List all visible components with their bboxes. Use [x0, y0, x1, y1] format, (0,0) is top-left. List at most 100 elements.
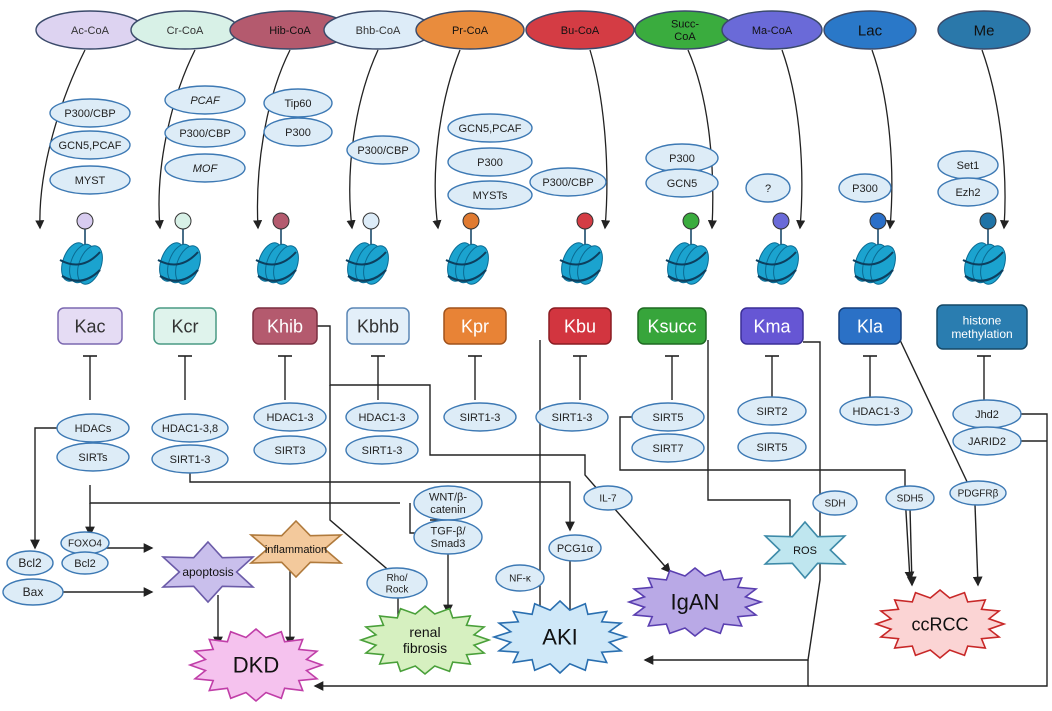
donor-arrow-ac [35, 49, 86, 230]
writer-succ-1 [645, 168, 719, 198]
link-ksucc-ros [707, 340, 791, 540]
eraser-label-kma-0: SIRT2 [757, 406, 788, 418]
eraser-label-kbhb-0: HDAC1-3 [358, 412, 405, 424]
outcome-label-dkd: DKD [233, 653, 279, 678]
nucleosome-kla [852, 212, 896, 285]
mediator-label-nfk: NF-κ [509, 574, 532, 585]
eraser-label-kac-0: HDACs [75, 423, 112, 435]
writer-label-bu-0: P300/CBP [542, 177, 593, 189]
eraser-label-kla-0: HDAC1-3 [852, 406, 899, 418]
eraser-kac-0 [56, 413, 130, 443]
mark-box-kac [57, 307, 123, 345]
nucleosome-khib [255, 212, 299, 285]
writer-label-bhb-0: P300/CBP [357, 145, 408, 157]
outcome-ccrcc [873, 588, 1007, 660]
writer-cr-1 [164, 118, 246, 148]
mediator-il7 [583, 485, 633, 511]
writer-hib-0 [263, 88, 333, 118]
eraser-ksucc-0 [631, 402, 705, 432]
eraser-label-ksucc-0: SIRT5 [653, 412, 684, 424]
mark-label-kcr: Kcr [172, 316, 199, 336]
link-khib-igan [315, 325, 671, 574]
eraser-label-kcr-1: SIRT1-3 [170, 454, 211, 466]
mediator-label-pcg: PCG1α [557, 543, 594, 555]
donor-label-ac: Ac-CoA [71, 25, 110, 37]
writer-label-me-1: Ezh2 [955, 187, 980, 199]
mediator-label-sdh5: SDH5 [897, 494, 924, 505]
mediator-bax [2, 578, 64, 606]
eraser-kbhb-0 [345, 402, 419, 432]
eraser-kma-1 [737, 432, 807, 462]
eraser-kac-1 [56, 442, 130, 472]
mediator-tgf [413, 519, 483, 555]
link-jhd2-dkd [808, 413, 1048, 687]
outcome-label-ros: ROS [793, 545, 817, 557]
mediator-pcg [548, 534, 602, 562]
mark-label-kbu: Kbu [564, 316, 596, 336]
writer-label-cr-1: P300/CBP [179, 128, 230, 140]
mark-box-kma [740, 307, 804, 345]
writer-label-me-0: Set1 [957, 160, 980, 172]
link-khib-rho [329, 385, 402, 581]
link-pdgfr-ccrcc [972, 504, 983, 587]
mediator-label-foxo4: FOXO4 [68, 539, 102, 550]
writer-label-ma-0: ? [765, 183, 771, 195]
writer-label-succ-0: P300 [669, 153, 695, 165]
donor-label-lac: Lac [858, 22, 883, 39]
eraser-kbu-0 [535, 402, 609, 432]
eraser-label-kbhb-1: SIRT1-3 [362, 445, 403, 457]
mediator-bcl2b [61, 551, 109, 575]
outcome-label-aki: AKI [542, 625, 577, 650]
mediator-nfk [495, 564, 545, 592]
donor-label-bu: Bu-CoA [561, 25, 600, 37]
link-hdacs-bcl2 [30, 427, 57, 550]
outcome-label-ccrcc: ccRCC [912, 614, 969, 634]
writer-pr-2 [447, 180, 533, 210]
mark-label-kpr: Kpr [461, 316, 489, 336]
mark-label-kbhb: Kbhb [357, 316, 399, 336]
mediator-pdgfr [949, 480, 1007, 506]
mark-label-kla: Kla [857, 316, 884, 336]
writer-pr-1 [447, 147, 533, 177]
donor-arrow-hib [253, 49, 291, 230]
writer-ma-0 [745, 173, 791, 203]
mediator-sdh [812, 490, 858, 516]
writer-label-ac-2: MYST [75, 175, 106, 187]
donor-label-cr: Cr-CoA [167, 25, 204, 37]
eraser-label-kbu-0: SIRT1-3 [552, 412, 593, 424]
link-kla-pdgfr [899, 339, 971, 489]
eraser-ksucc-1 [631, 433, 705, 463]
link-sdh5-ccrcc [906, 507, 917, 587]
eraser-label-hme-1: JARID2 [968, 436, 1006, 448]
mark-box-hme [936, 304, 1028, 350]
mark-box-kpr [443, 307, 507, 345]
eraser-kla-0 [839, 396, 913, 426]
mark-box-kla [838, 307, 902, 345]
mediator-label-sdh: SDH [824, 499, 845, 510]
nucleosome-kcr [157, 212, 201, 285]
mark-label-kma: Kma [753, 316, 791, 336]
donor-label-bhb: Bhb-CoA [356, 25, 401, 37]
mediator-label-bax: Bax [23, 585, 44, 599]
mediator-rho [366, 567, 428, 599]
mediator-bcl2a [6, 550, 54, 576]
eraser-kpr-0 [443, 402, 517, 432]
outcome-dkd [187, 627, 325, 703]
writer-label-pr-2: MYSTs [473, 190, 508, 202]
outcome-ros [763, 520, 847, 580]
donor-label-hib: Hib-CoA [269, 25, 311, 37]
writer-label-hib-1: P300 [285, 127, 311, 139]
mark-label-khib: Khib [267, 316, 303, 336]
eraser-hme-1 [952, 426, 1022, 456]
donor-lac [823, 10, 917, 50]
eraser-khib-1 [253, 435, 327, 465]
mediator-label-wnt: WNT/β-catenin [429, 492, 467, 517]
mark-label-ksucc: Ksucc [647, 316, 696, 336]
outcome-igan [626, 566, 764, 638]
mediator-label-bcl2a: Bcl2 [18, 556, 42, 570]
eraser-kma-0 [737, 396, 807, 426]
